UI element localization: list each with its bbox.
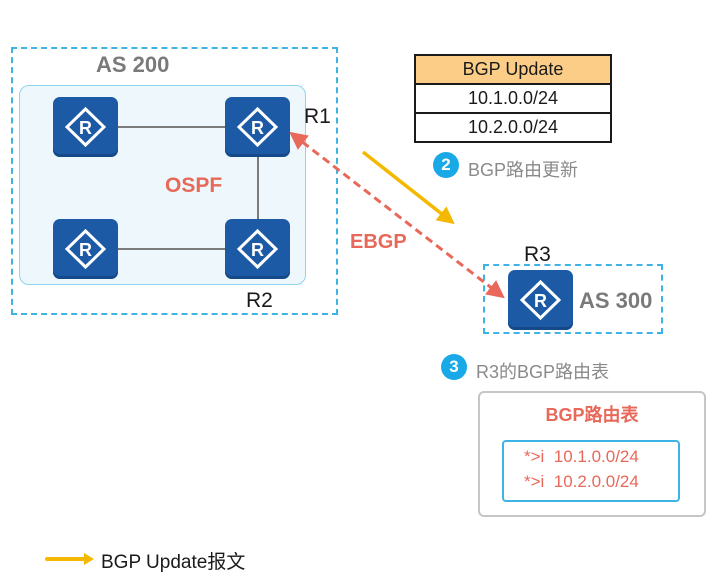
router-as200-bottom-left[interactable]: R: [53, 219, 118, 279]
ospf-label: OSPF: [165, 174, 223, 197]
r3-bgp-table-entries: [502, 440, 680, 502]
router-icon: R: [64, 106, 107, 148]
step-2-text: BGP路由更新: [468, 160, 579, 180]
r3-bgp-table-panel: [478, 391, 706, 517]
router-r2[interactable]: R: [225, 219, 290, 279]
as200-label: AS 200: [96, 52, 170, 77]
router-r3[interactable]: R: [508, 270, 573, 330]
step-3-text: R3的BGP路由表: [476, 362, 610, 382]
legend-text: BGP Update报文: [101, 552, 246, 573]
bgp-update-arrow: [361, 150, 455, 225]
bgp-update-table: BGP Update 10.1.0.0/24 10.2.0.0/24: [414, 54, 612, 143]
as300-label: AS 300: [579, 288, 653, 313]
bgp-update-table-row: 10.2.0.0/24: [414, 112, 612, 143]
r3-bgp-table-title: BGP路由表: [545, 405, 639, 425]
legend-arrow-line: [45, 557, 90, 561]
legend-arrow-icon: [84, 553, 94, 565]
step-3-badge: 3: [441, 354, 467, 380]
router-icon: R: [519, 279, 562, 321]
bgp-update-table-row: 10.1.0.0/24: [414, 83, 612, 114]
svg-text:R: R: [534, 291, 547, 311]
router-icon: R: [236, 106, 279, 148]
route-entry: *>i 10.1.0.0/24: [524, 447, 639, 466]
svg-text:R: R: [79, 240, 92, 260]
router-as200-top-left[interactable]: R: [53, 97, 118, 157]
svg-text:R: R: [79, 118, 92, 138]
r1-label: R1: [304, 105, 331, 128]
svg-text:R: R: [251, 240, 264, 260]
router-icon: R: [64, 228, 107, 270]
route-entry: *>i 10.2.0.0/24: [524, 472, 639, 491]
as300-boundary: [483, 264, 663, 334]
router-icon: R: [236, 228, 279, 270]
step-2-badge: 2: [433, 152, 459, 178]
r3-label: R3: [524, 243, 551, 266]
ebgp-link: [289, 131, 505, 299]
svg-text:R: R: [251, 118, 264, 138]
ebgp-label: EBGP: [350, 231, 407, 253]
r2-label: R2: [246, 289, 273, 312]
bgp-update-table-header: BGP Update: [414, 54, 612, 85]
router-r1[interactable]: R: [225, 97, 290, 157]
